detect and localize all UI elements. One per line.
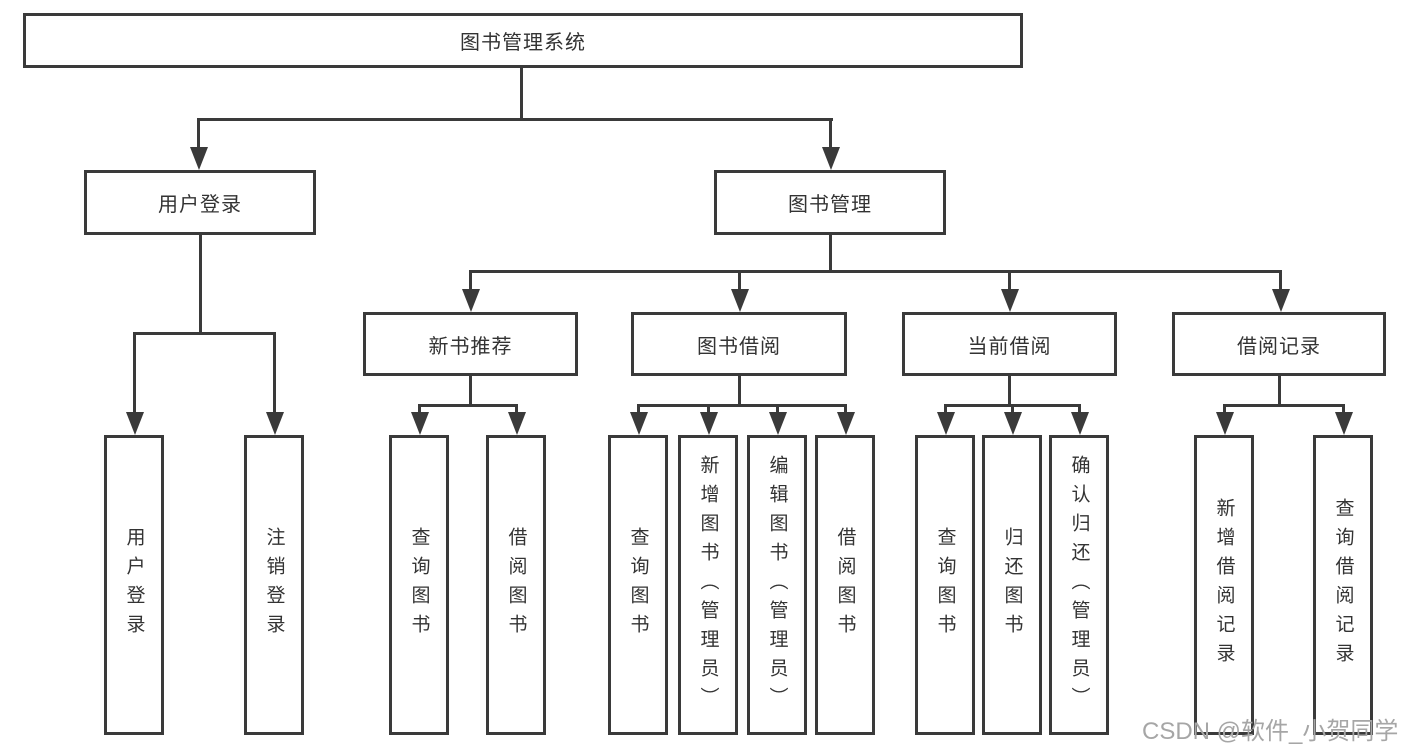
leaf-borrow-books: 借阅图书 (486, 435, 546, 735)
node-book-borrowing: 图书借阅 (631, 312, 847, 376)
arrowhead-down-icon (1001, 289, 1019, 312)
arrowhead-down-icon (508, 412, 526, 435)
arrowhead-down-icon (266, 412, 284, 435)
node-label: 归还图书 (1001, 527, 1023, 643)
node-label: 新书推荐 (428, 335, 513, 358)
connector-line (469, 376, 472, 407)
node-label: 确认归还（管理员） (1068, 454, 1090, 716)
arrowhead-down-icon (411, 412, 429, 435)
connector-line (418, 404, 421, 414)
node-book-management: 图书管理 (714, 170, 946, 235)
connector-line (944, 404, 947, 414)
node-current-borrowing: 当前借阅 (902, 312, 1117, 376)
connector-line (1078, 404, 1081, 414)
connector-line (469, 270, 1282, 273)
node-library-system: 图书管理系统 (23, 13, 1023, 68)
arrowhead-down-icon (1004, 412, 1022, 435)
node-label: 新增图书（管理员） (697, 454, 719, 716)
node-label: 新增借阅记录 (1213, 498, 1235, 672)
connector-line (1279, 270, 1282, 292)
arrowhead-down-icon (1272, 289, 1290, 312)
node-label: 当前借阅 (967, 335, 1052, 358)
arrowhead-down-icon (937, 412, 955, 435)
connector-line (829, 118, 832, 150)
arrowhead-down-icon (1216, 412, 1234, 435)
leaf-query-books: 查询图书 (389, 435, 449, 735)
node-user-login: 用户登录 (84, 170, 316, 235)
connector-line (844, 404, 847, 414)
connector-line (515, 404, 518, 414)
arrowhead-down-icon (822, 147, 840, 170)
connector-line (1278, 376, 1281, 407)
connector-line (1011, 404, 1014, 414)
leaf-query-books: 查询图书 (915, 435, 975, 735)
node-borrowing-records: 借阅记录 (1172, 312, 1386, 376)
node-label: 编辑图书（管理员） (766, 454, 788, 716)
node-label: 图书管理系统 (460, 32, 586, 54)
connector-line (776, 404, 779, 414)
node-label: 查询图书 (934, 527, 956, 643)
connector-line (418, 404, 518, 407)
node-label: 借阅记录 (1237, 335, 1321, 358)
leaf-logout: 注销登录 (244, 435, 304, 735)
node-label: 查询借阅记录 (1332, 498, 1354, 672)
arrowhead-down-icon (126, 412, 144, 435)
leaf-add-borrow-record: 新增借阅记录 (1194, 435, 1254, 735)
arrowhead-down-icon (837, 412, 855, 435)
leaf-edit-book-admin: 编辑图书（管理员） (747, 435, 807, 735)
arrowhead-down-icon (1335, 412, 1353, 435)
connector-line (738, 376, 741, 407)
node-label: 借阅图书 (505, 527, 527, 643)
connector-line (133, 332, 276, 335)
connector-line (273, 332, 276, 413)
leaf-query-books: 查询图书 (608, 435, 668, 735)
connector-line (1223, 404, 1226, 414)
arrowhead-down-icon (769, 412, 787, 435)
connector-line (197, 118, 833, 121)
arrowhead-down-icon (700, 412, 718, 435)
connector-line (133, 332, 136, 413)
connector-line (1008, 376, 1011, 407)
node-label: 用户登录 (158, 194, 242, 216)
connector-line (1008, 270, 1011, 292)
arrowhead-down-icon (1071, 412, 1089, 435)
connector-line (197, 118, 200, 150)
node-label: 注销登录 (263, 527, 285, 643)
connector-line (199, 235, 202, 335)
connector-line (1223, 404, 1345, 407)
connector-line (1342, 404, 1345, 414)
node-label: 图书借阅 (697, 335, 781, 358)
leaf-confirm-return-admin: 确认归还（管理员） (1049, 435, 1109, 735)
watermark: CSDN @软件_小贺同学 (1142, 718, 1399, 745)
leaf-add-book-admin: 新增图书（管理员） (678, 435, 738, 735)
leaf-user-login: 用户登录 (104, 435, 164, 735)
node-label: 查询图书 (408, 527, 430, 643)
connector-line (469, 270, 472, 292)
connector-line (637, 404, 847, 407)
leaf-return-book: 归还图书 (982, 435, 1042, 735)
arrowhead-down-icon (190, 147, 208, 170)
node-label: 图书管理 (788, 194, 872, 216)
arrowhead-down-icon (731, 289, 749, 312)
connector-line (520, 68, 523, 121)
node-new-book-recommend: 新书推荐 (363, 312, 578, 376)
node-label: 借阅图书 (834, 527, 856, 643)
connector-line (637, 404, 640, 414)
node-label: 查询图书 (627, 527, 649, 643)
arrowhead-down-icon (630, 412, 648, 435)
connector-line (738, 270, 741, 292)
leaf-query-borrow-record: 查询借阅记录 (1313, 435, 1373, 735)
connector-line (829, 235, 832, 273)
connector-line (707, 404, 710, 414)
leaf-borrow-books: 借阅图书 (815, 435, 875, 735)
node-label: 用户登录 (123, 527, 145, 643)
arrowhead-down-icon (462, 289, 480, 312)
